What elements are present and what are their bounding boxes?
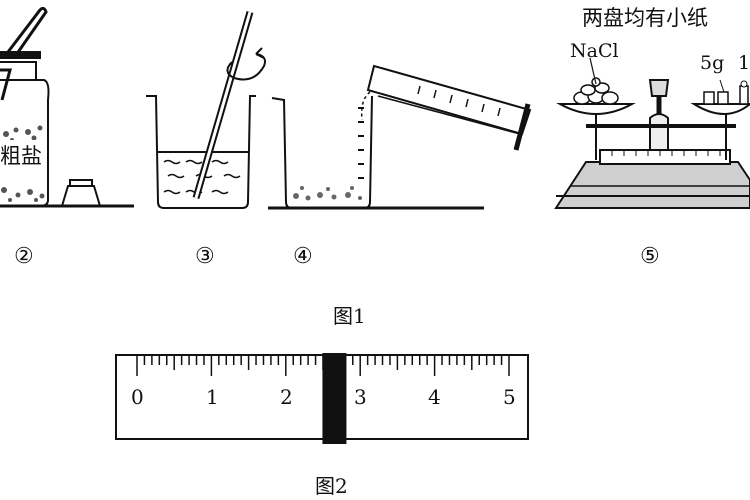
balance-center-post xyxy=(649,113,669,151)
nacl-pointer xyxy=(589,57,597,85)
ruler-body xyxy=(115,354,529,440)
balance-base xyxy=(554,161,750,209)
jar-neck xyxy=(0,61,37,80)
beaker-3-outline xyxy=(146,95,256,209)
step-label-4: ④ xyxy=(293,244,313,269)
ruler-number-3: 3 xyxy=(354,385,367,409)
pour-stream xyxy=(360,91,371,121)
salt-jar-setup xyxy=(0,6,134,208)
pouring-setup xyxy=(268,64,532,210)
balance-scale-ticks xyxy=(611,150,721,156)
weight-block xyxy=(61,185,101,207)
jar-label: 粗盐 xyxy=(0,140,42,170)
weights xyxy=(703,79,749,105)
left-pan-label: NaCl xyxy=(570,40,619,62)
cylinder-liquid-line xyxy=(377,95,521,135)
spoon-bowl xyxy=(0,68,12,101)
ruler-number-2: 2 xyxy=(280,385,293,409)
graduated-cylinder xyxy=(366,64,532,136)
right-pan-label-2: 1 xyxy=(738,52,750,74)
right-pan xyxy=(690,103,750,115)
jar-outline xyxy=(0,79,50,207)
ruler xyxy=(115,353,529,444)
ruler-number-1: 1 xyxy=(206,385,219,409)
balance-scale-bar xyxy=(599,149,731,165)
rotation-arrowhead xyxy=(255,47,265,59)
balance-setup xyxy=(554,57,750,209)
left-pan xyxy=(556,103,636,115)
balance-pointer-top xyxy=(648,79,670,97)
step-label-3: ③ xyxy=(195,244,215,269)
cylinder-base xyxy=(513,103,531,151)
beaker-4-outline xyxy=(271,95,373,209)
ruler-number-4: 4 xyxy=(428,385,441,409)
cylinder-marks xyxy=(417,85,501,117)
weight-block-top xyxy=(69,179,93,187)
rider-slider xyxy=(322,353,347,444)
figure1-caption: 图1 xyxy=(333,304,366,328)
ruler-number-5: 5 xyxy=(503,385,516,409)
beaker-4-marks xyxy=(358,107,364,179)
jar-cap xyxy=(0,51,41,59)
step-label-5: ⑤ xyxy=(640,244,660,269)
right-pan-label-1: 5g xyxy=(700,52,725,74)
stirring-setup xyxy=(146,11,266,209)
step-label-2: ② xyxy=(14,244,34,269)
balance-note: 两盘均有小纸 xyxy=(582,6,708,30)
ruler-number-0: 0 xyxy=(131,385,144,409)
sediment xyxy=(293,186,362,201)
figure2-caption: 图2 xyxy=(315,474,348,498)
spoon-handle xyxy=(6,6,48,59)
